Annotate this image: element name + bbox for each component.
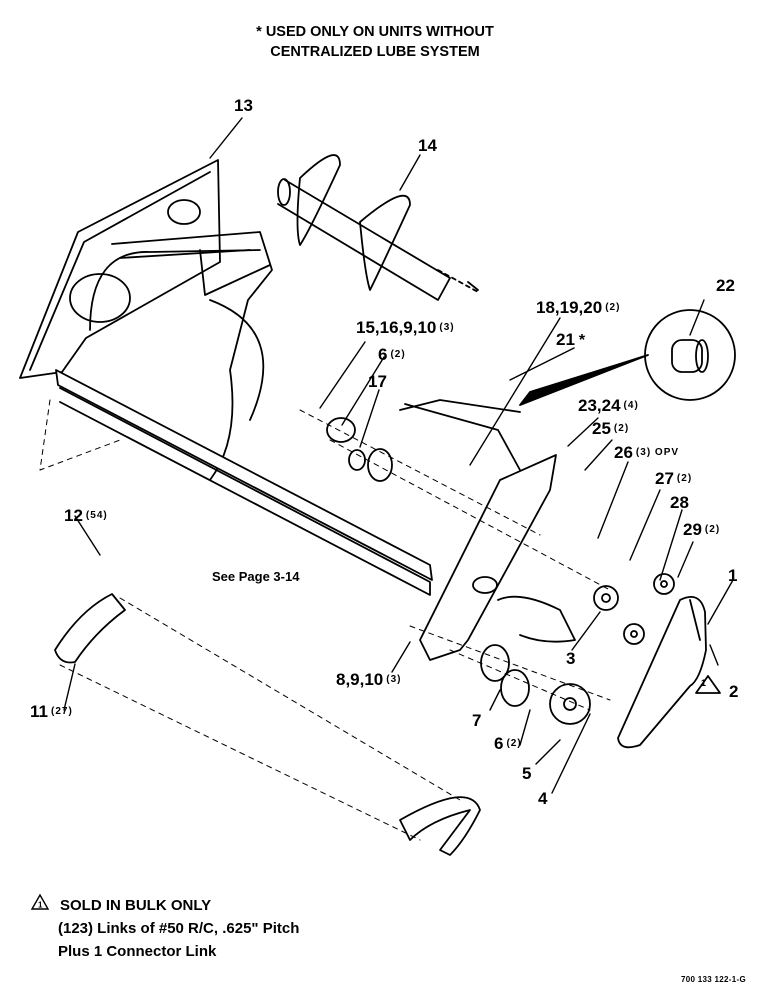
- callout-21-suffix: *: [578, 332, 586, 349]
- callout-23-24-number: 23,24: [578, 396, 621, 415]
- bulk-note-line1: SOLD IN BULK ONLY: [60, 897, 212, 914]
- callout-6-bottom-qty: (2): [506, 738, 522, 749]
- phantom-lines: [39, 399, 611, 841]
- callout-25: 25(2): [592, 419, 629, 439]
- callout-13-number: 13: [234, 96, 253, 115]
- callout-15-16-9-10-number: 15,16,9,10: [356, 318, 437, 337]
- bulk-note-heading: 1 SOLD IN BULK ONLY: [30, 893, 299, 917]
- leader-lines: [63, 117, 734, 794]
- document-number: 700 133 122-1-G: [681, 975, 746, 984]
- callout-2: 2: [729, 682, 738, 702]
- callout-25-number: 25: [592, 419, 611, 438]
- callout-25-qty: (2): [613, 423, 630, 434]
- callout-11: 11(27): [30, 702, 73, 722]
- callout-21: 21*: [556, 330, 585, 350]
- callout-27-number: 27: [655, 469, 674, 488]
- callout-15-16-9-10: 15,16,9,10(3): [356, 318, 455, 338]
- callout-17: 17: [368, 372, 387, 392]
- bulk-note-line2: (123) Links of #50 R/C, .625" Pitch: [58, 920, 300, 937]
- callout-27: 27(2): [655, 469, 692, 489]
- callout-6-top: 6(2): [378, 345, 406, 365]
- bulk-note-line3: Plus 1 Connector Link: [58, 943, 217, 960]
- callout-26-number: 26: [614, 443, 633, 462]
- callout-29-number: 29: [683, 520, 702, 539]
- callout-7-number: 7: [472, 711, 482, 730]
- callout-28-number: 28: [670, 493, 689, 512]
- header-note-line2: CENTRALIZED LUBE SYSTEM: [270, 44, 480, 60]
- callout-1-number: 1: [728, 566, 738, 585]
- callout-2-triangle-number: 1: [701, 678, 707, 688]
- callout-11-number: 11: [30, 702, 48, 721]
- drive-end-plate: [399, 399, 576, 661]
- callout-18-19-20-number: 18,19,20: [536, 298, 603, 317]
- callout-29: 29(2): [683, 520, 720, 540]
- callout-13: 13: [234, 96, 253, 116]
- callout-12-number: 12: [64, 506, 83, 525]
- callout-5: 5: [522, 764, 531, 784]
- callout-6-bottom: 6(2): [494, 734, 522, 754]
- bulk-note-triangle: [695, 675, 721, 694]
- slat-11-upper: [54, 593, 126, 664]
- triangle-icon-number: 1: [38, 901, 43, 910]
- callout-29-qty: (2): [704, 524, 721, 535]
- callout-26-qty: (3) OPV: [635, 447, 680, 458]
- callout-17-number: 17: [368, 372, 387, 391]
- callout-8-9-10-number: 8,9,10: [336, 670, 384, 689]
- callout-22: 22: [716, 276, 735, 296]
- sprockets: [326, 417, 675, 725]
- callout-14: 14: [418, 136, 437, 156]
- callout-4-number: 4: [538, 789, 548, 808]
- slat-11-lower: [399, 796, 481, 856]
- callout-6-top-qty: (2): [390, 349, 406, 360]
- bulk-note: 1 SOLD IN BULK ONLY (123) Links of #50 R…: [30, 893, 300, 963]
- callout-12-qty: (54): [85, 510, 108, 521]
- callout-15-16-9-10-qty: (3): [439, 322, 455, 333]
- callout-18-19-20-qty: (2): [605, 302, 621, 313]
- callout-12: 12(54): [64, 506, 108, 526]
- callout-23-24: 23,24(4): [578, 396, 639, 416]
- header-note-line1: * USED ONLY ON UNITS WITHOUT: [256, 24, 494, 40]
- slat-chain: [55, 369, 433, 596]
- bearing-detail-22: [519, 309, 736, 406]
- auger-14: [277, 154, 479, 301]
- callout-2-number: 2: [729, 682, 739, 701]
- callout-8-9-10-qty: (3): [386, 674, 402, 685]
- callout-3: 3: [566, 649, 575, 669]
- callout-3-number: 3: [566, 649, 576, 668]
- callout-6-bottom-number: 6: [494, 734, 504, 753]
- callout-6-top-number: 6: [378, 345, 388, 364]
- callout-11-qty: (27): [50, 706, 73, 717]
- callout-1: 1: [728, 566, 737, 586]
- callout-4: 4: [538, 789, 547, 809]
- roller-chain: [617, 596, 707, 749]
- side-panel-13: [19, 159, 221, 379]
- callout-14-number: 14: [418, 136, 437, 155]
- bulk-note-symbol: 1: [30, 893, 60, 917]
- header-note: * USED ONLY ON UNITS WITHOUT CENTRALIZED…: [240, 22, 510, 62]
- callout-28: 28: [670, 493, 689, 513]
- callout-26: 26(3) OPV: [614, 443, 679, 463]
- callout-27-qty: (2): [676, 473, 693, 484]
- triangle-icon: 1: [30, 893, 50, 910]
- callout-22-number: 22: [716, 276, 735, 295]
- callout-8-9-10: 8,9,10(3): [336, 670, 402, 690]
- callout-5-number: 5: [522, 764, 532, 783]
- callout-21-number: 21: [556, 330, 575, 349]
- callout-7: 7: [472, 711, 481, 731]
- callout-18-19-20: 18,19,20(2): [536, 298, 620, 318]
- callout-23-24-qty: (4): [623, 400, 639, 411]
- see-page-reference: See Page 3-14: [212, 569, 300, 584]
